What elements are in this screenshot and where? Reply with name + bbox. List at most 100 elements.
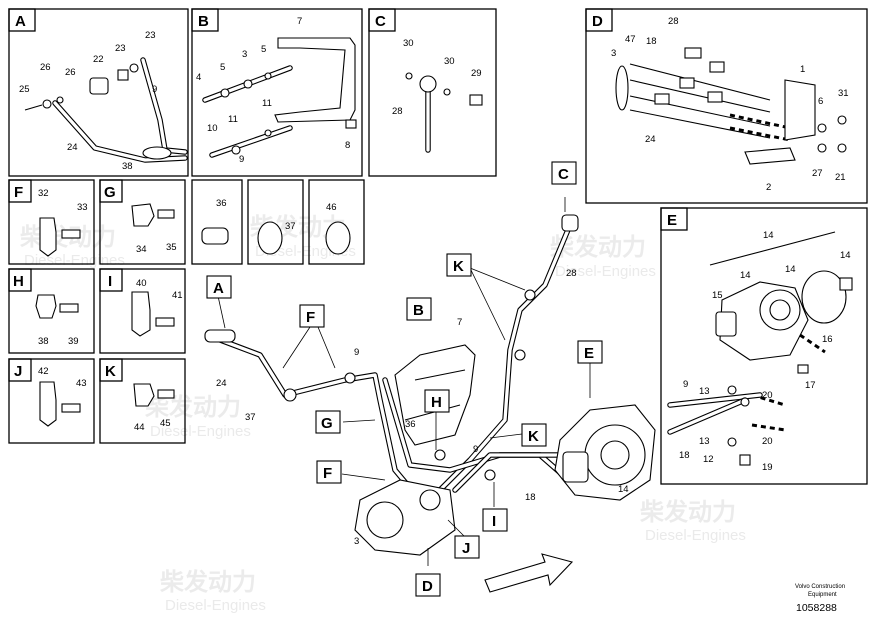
part-number: 29 [471, 68, 482, 79]
part-number: 7 [457, 317, 462, 328]
part-number: 23 [115, 43, 126, 54]
part-number: 28 [668, 16, 679, 27]
part-number: 32 [38, 188, 49, 199]
drawing-number: 1058288 [796, 602, 837, 614]
callout-label: F [306, 309, 315, 326]
part-number: 24 [216, 378, 227, 389]
callout-label: B [413, 302, 424, 319]
part-number: 8 [345, 140, 350, 151]
main-part-numbers: 28 7 9 24 37 36 9 18 14 3 [216, 268, 629, 547]
part-numbers: 23 22 26 26 25 9 24 38 [19, 30, 157, 172]
panel-clip-46: 46 [308, 179, 365, 265]
watermark-brand-en: Diesel-Engines [555, 263, 656, 280]
part-number: 43 [76, 378, 87, 389]
panel-label: E [667, 212, 677, 229]
part-number: 9 [354, 347, 359, 358]
panel-h: H 38 39 [8, 268, 95, 354]
part-numbers: 7 3 5 5 4 11 10 11 9 8 [196, 16, 350, 165]
part-number: 34 [136, 244, 147, 255]
panel-c: C 30 30 29 28 [368, 8, 497, 177]
part-number: 14 [763, 230, 774, 241]
panel-j: J 42 43 [8, 358, 95, 444]
part-number: 44 [134, 422, 145, 433]
panel-d: D 28 3 47 18 1 6 31 24 27 21 2 [585, 8, 868, 204]
part-number: 11 [262, 98, 272, 109]
part-number: 28 [392, 106, 403, 117]
part-number: 33 [77, 202, 88, 213]
panel-f: F 32 33 [8, 179, 95, 265]
part-number: 3 [611, 48, 616, 59]
part-number: 9 [683, 379, 688, 390]
part-number: 21 [835, 172, 846, 183]
part-number: 10 [207, 123, 218, 134]
part-number: 45 [160, 418, 171, 429]
panel-label: F [14, 184, 23, 201]
callout-label: H [431, 394, 442, 411]
part-number: 9 [239, 154, 244, 165]
part-number: 40 [136, 278, 147, 289]
callout-label: I [492, 513, 496, 530]
part-number: 31 [838, 88, 849, 99]
part-number: 14 [618, 484, 629, 495]
part-number: 3 [354, 536, 359, 547]
panel-e: E 14 14 14 14 15 16 17 9 13 20 18 [660, 207, 868, 485]
panel-clip-37: 37 [247, 179, 304, 265]
part-number: 1 [800, 64, 805, 75]
part-number: 14 [785, 264, 796, 275]
part-number: 18 [679, 450, 690, 461]
panel-label: C [375, 13, 386, 30]
part-number: 22 [93, 54, 104, 65]
callout-label: D [422, 578, 433, 595]
callout-label: K [453, 258, 464, 275]
callout-label: C [558, 166, 569, 183]
part-number: 2 [766, 182, 771, 193]
panel-i: I 40 41 [99, 268, 186, 354]
main-callouts: A F B C K E G H K F I J D [206, 161, 603, 597]
part-number: 24 [645, 134, 656, 145]
part-number: 18 [646, 36, 657, 47]
part-number: 9 [152, 84, 157, 95]
part-number: 19 [762, 462, 773, 473]
part-number: 14 [840, 250, 851, 261]
part-number: 15 [712, 290, 723, 301]
panel-k: K 44 45 [99, 358, 186, 444]
part-number: 12 [703, 454, 714, 465]
part-number: 35 [166, 242, 177, 253]
part-numbers: 28 3 47 18 1 6 31 24 27 21 2 [611, 16, 849, 193]
watermark-brand-en: Diesel-Engines [165, 597, 266, 614]
part-number: 17 [805, 380, 816, 391]
part-number: 13 [699, 386, 710, 397]
part-number: 38 [38, 336, 49, 347]
company-name: Volvo Construction [795, 584, 845, 590]
watermark-brand-en: Diesel-Engines [150, 423, 251, 440]
part-number: 4 [196, 72, 201, 83]
part-number: 13 [699, 436, 710, 447]
part-number: 46 [326, 202, 337, 213]
part-number: 30 [444, 56, 455, 67]
watermark-brand: 柴发动力 [639, 498, 736, 526]
part-number: 28 [566, 268, 577, 279]
panel-label: B [198, 13, 209, 30]
part-number: 7 [297, 16, 302, 27]
part-number: 24 [67, 142, 78, 153]
panel-label: I [108, 273, 112, 290]
part-number: 14 [740, 270, 751, 281]
panel-clip-36: 36 [191, 179, 243, 265]
part-number: 26 [65, 67, 76, 78]
part-number: 16 [822, 334, 833, 345]
part-number: 11 [228, 114, 238, 125]
part-number: 36 [405, 419, 416, 430]
panel-a: A 23 22 26 26 25 9 24 38 23 [8, 8, 189, 177]
callout-label: A [213, 280, 224, 297]
part-number: 39 [68, 336, 79, 347]
callout-label: J [462, 540, 470, 557]
part-number: 5 [220, 62, 225, 73]
callout-label: G [321, 415, 333, 432]
part-number: 37 [245, 412, 256, 423]
part-numbers: 30 30 29 28 [392, 38, 482, 117]
part-number: 3 [242, 49, 247, 60]
part-number: 9 [473, 444, 478, 455]
part-number: 42 [38, 366, 49, 377]
panel-label: D [592, 13, 603, 30]
